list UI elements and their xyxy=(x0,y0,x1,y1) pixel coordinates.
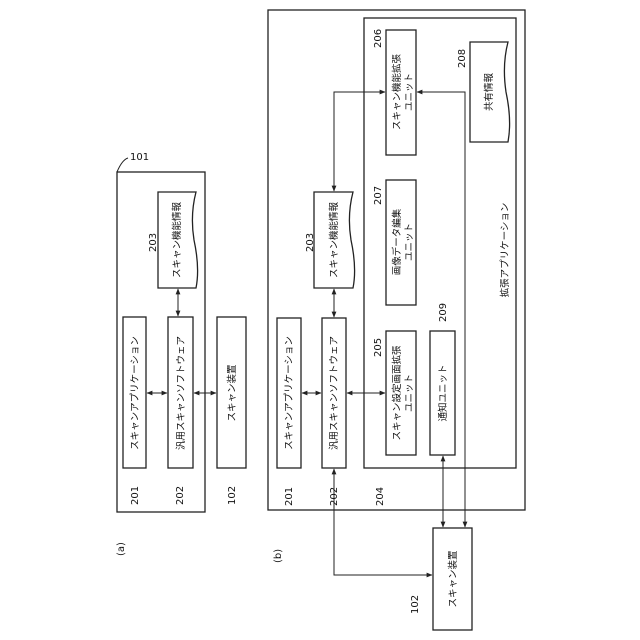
figure-a: (a) 101 スキャンアプリケーション 汎用スキャンソフトウェア スキャン機能… xyxy=(116,152,246,556)
ref-205: 205 xyxy=(373,338,384,357)
ref-204: 204 xyxy=(375,487,386,506)
scan-app-box: スキャンアプリケーション xyxy=(123,317,146,468)
svg-text:画像データ編集: 画像データ編集 xyxy=(391,208,403,275)
scan-capability-info-doc-b: スキャン機能情報 xyxy=(314,192,355,288)
svg-text:スキャンアプリケーション: スキャンアプリケーション xyxy=(284,336,295,450)
svg-text:ユニット: ユニット xyxy=(404,374,415,412)
capability-unit-box: スキャン機能拡張 ユニット xyxy=(386,30,416,155)
image-edit-unit-box: 画像データ編集 ユニット xyxy=(386,180,416,305)
ref-203: 203 xyxy=(148,233,159,252)
ref-102-b: 102 xyxy=(410,595,421,614)
ref-202: 202 xyxy=(175,486,186,505)
ref-201-b: 201 xyxy=(284,487,295,506)
scan-capability-info-doc: スキャン機能情報 xyxy=(158,192,198,288)
ref-206: 206 xyxy=(373,29,384,48)
svg-text:スキャン装置: スキャン装置 xyxy=(226,364,238,421)
scanner-box-b: スキャン装置 xyxy=(433,528,472,630)
svg-text:共有情報: 共有情報 xyxy=(483,73,495,112)
ref-203-b: 203 xyxy=(305,233,316,252)
scan-app-box-b: スキャンアプリケーション xyxy=(277,318,301,468)
settings-ui-unit-box: スキャン設定画面拡張 ユニット xyxy=(386,331,416,455)
ref-207: 207 xyxy=(373,186,384,205)
svg-text:ユニット: ユニット xyxy=(404,73,415,111)
ref-102: 102 xyxy=(227,486,238,505)
svg-text:スキャン機能拡張: スキャン機能拡張 xyxy=(391,54,403,131)
svg-text:スキャン装置: スキャン装置 xyxy=(447,550,459,607)
ref-202-b: 202 xyxy=(329,487,340,506)
extension-app-label: 拡張アプリケーション xyxy=(499,203,511,298)
leader-101 xyxy=(117,158,128,172)
svg-text:汎用スキャンソフトウェア: 汎用スキャンソフトウェア xyxy=(328,336,340,450)
figure-b: (b) 拡張アプリケーション スキャンアプリケーション 汎用スキャンソフトウェア… xyxy=(268,10,525,630)
arrow-202-102-b xyxy=(334,469,432,575)
generic-software-box-b: 汎用スキャンソフトウェア xyxy=(322,318,346,468)
notify-unit-box: 通知ユニット xyxy=(430,331,455,455)
ref-208: 208 xyxy=(457,49,468,68)
ref-201: 201 xyxy=(130,486,141,505)
figure-b-label: (b) xyxy=(273,549,284,563)
shared-info-doc: 共有情報 xyxy=(470,42,510,142)
svg-text:スキャンアプリケーション: スキャンアプリケーション xyxy=(130,336,141,450)
scanner-box-a: スキャン装置 xyxy=(217,317,246,468)
svg-text:汎用スキャンソフトウェア: 汎用スキャンソフトウェア xyxy=(175,336,187,450)
svg-text:スキャン機能情報: スキャン機能情報 xyxy=(171,202,183,279)
svg-text:ユニット: ユニット xyxy=(404,223,415,261)
svg-text:スキャン機能情報: スキャン機能情報 xyxy=(328,202,340,279)
svg-text:通知ユニット: 通知ユニット xyxy=(437,364,449,421)
ref-101: 101 xyxy=(130,152,149,163)
arrow-203-206 xyxy=(334,92,385,191)
ref-209: 209 xyxy=(438,303,449,322)
figure-a-label: (a) xyxy=(116,542,127,556)
generic-software-box: 汎用スキャンソフトウェア xyxy=(168,317,193,468)
svg-text:スキャン設定画面拡張: スキャン設定画面拡張 xyxy=(391,345,403,441)
